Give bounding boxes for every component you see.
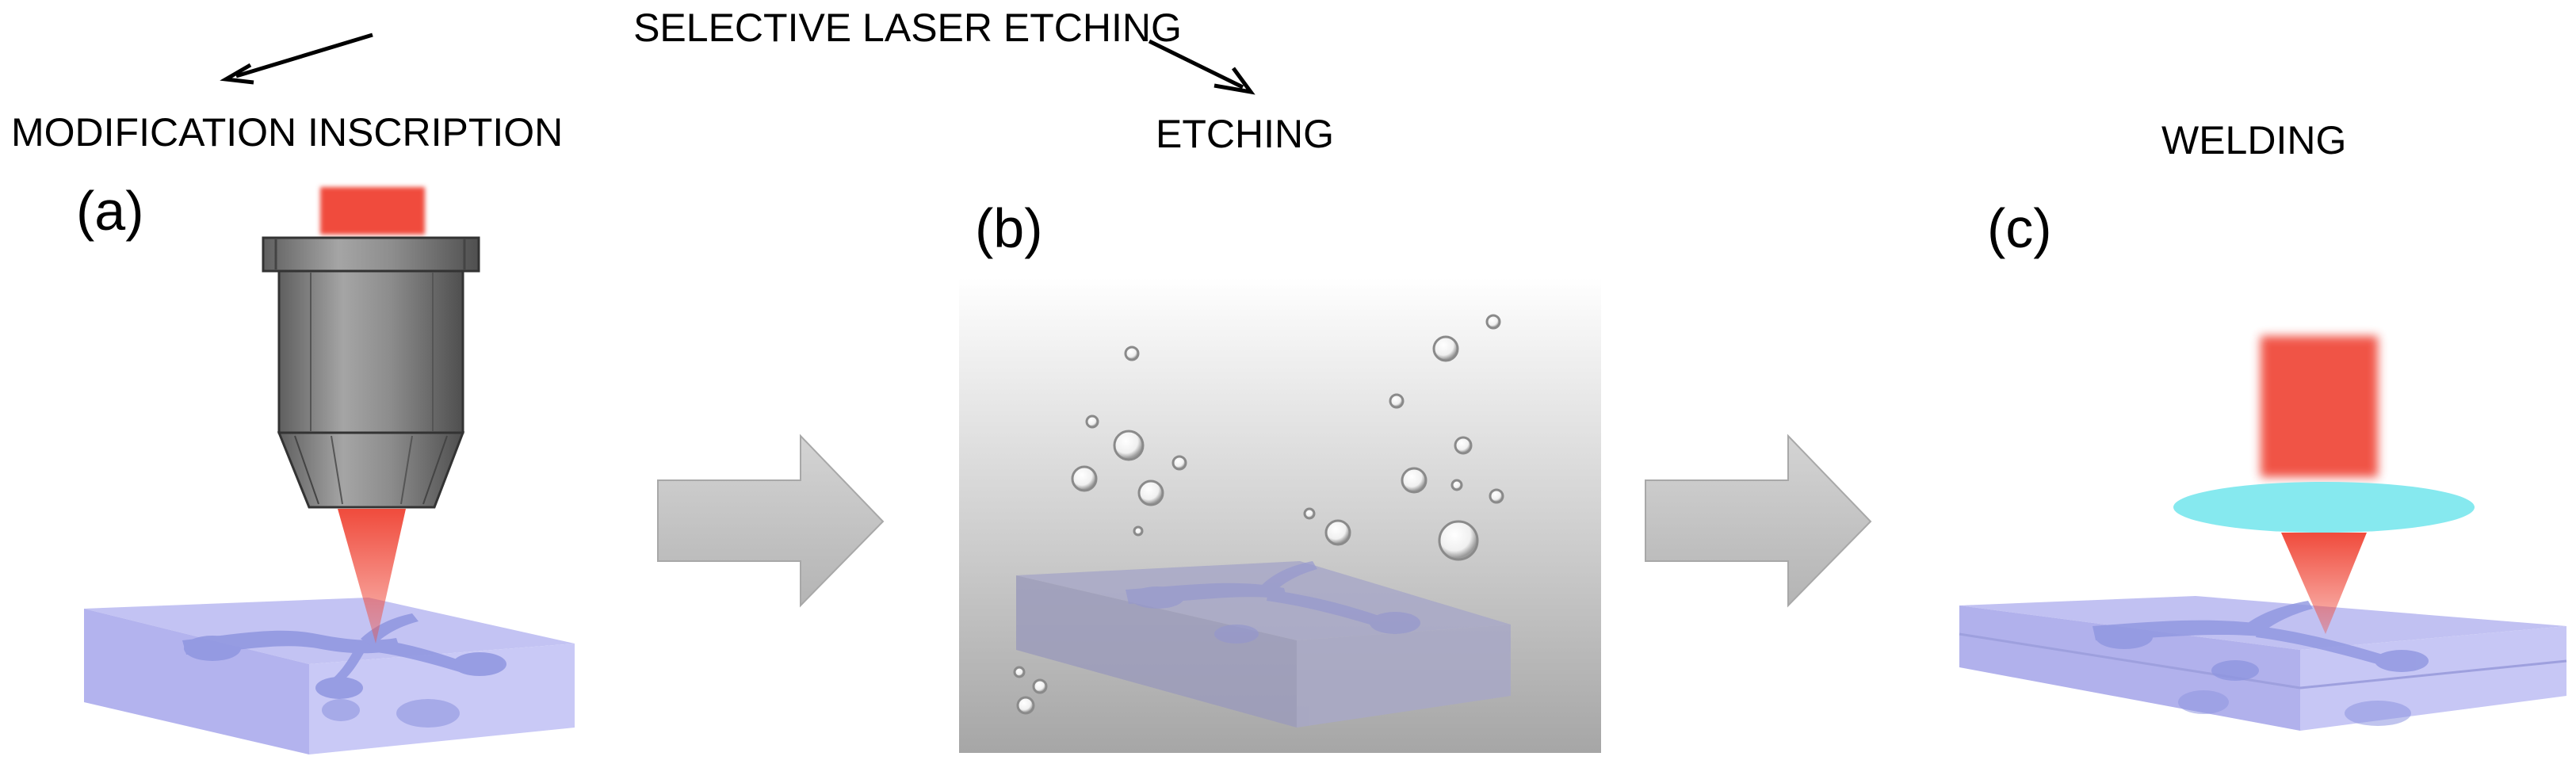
bubble-icon [1113,430,1145,461]
bubble-icon [1085,414,1099,429]
objective-lens-icon [262,236,480,509]
bubble-icon [1489,488,1504,504]
bubble-icon [1071,465,1098,492]
bubble-icon [1013,666,1026,678]
panel-b [959,277,1601,753]
focused-beam-icon [2281,533,2367,634]
bubble-icon [1133,525,1144,537]
process-label: SELECTIVE LASER ETCHING [633,6,1182,50]
pointer-arrow-left-icon [220,32,373,85]
bubble-icon-group [1013,314,1504,715]
bubble-icon [1016,696,1035,715]
bubble-icon [1438,520,1479,561]
step-b-letter: (b) [975,197,1043,259]
step-b-title: ETCHING [1156,112,1334,156]
flow-arrow-icon [657,434,885,608]
panel-c [1959,336,2567,731]
glass-substrate-b [1016,561,1511,728]
step-a-letter: (a) [76,180,144,242]
bubble-icon [1137,479,1164,506]
pointer-arrow-right-icon [1148,39,1256,95]
glass-substrate-a [84,598,575,754]
modified-channel-pattern [182,613,506,728]
bubble-icon [1432,335,1459,362]
step-c-title: WELDING [2161,118,2346,162]
laser-beam-icon [2261,336,2378,477]
laser-beam-icon [320,187,425,235]
bubble-icon [1124,346,1140,361]
bubble-icon [1450,479,1463,491]
bubble-icon [1171,455,1187,471]
focused-beam-icon [338,509,406,644]
step-a-title: MODIFICATION INSCRIPTION [11,110,563,155]
bubble-icon [1389,393,1405,409]
bubble-icon [1401,467,1428,494]
step-c-letter: (c) [1987,197,2052,259]
flow-arrow-icon [1645,434,1872,608]
bubble-icon [1485,314,1501,330]
panel-a [84,187,575,754]
bubble-icon [1032,678,1048,694]
bubble-icon [1454,436,1473,455]
bubble-icon [1324,519,1351,546]
glass-substrate-c [1959,596,2567,731]
focusing-lens-icon [2173,482,2475,533]
bubble-icon [1303,507,1316,520]
